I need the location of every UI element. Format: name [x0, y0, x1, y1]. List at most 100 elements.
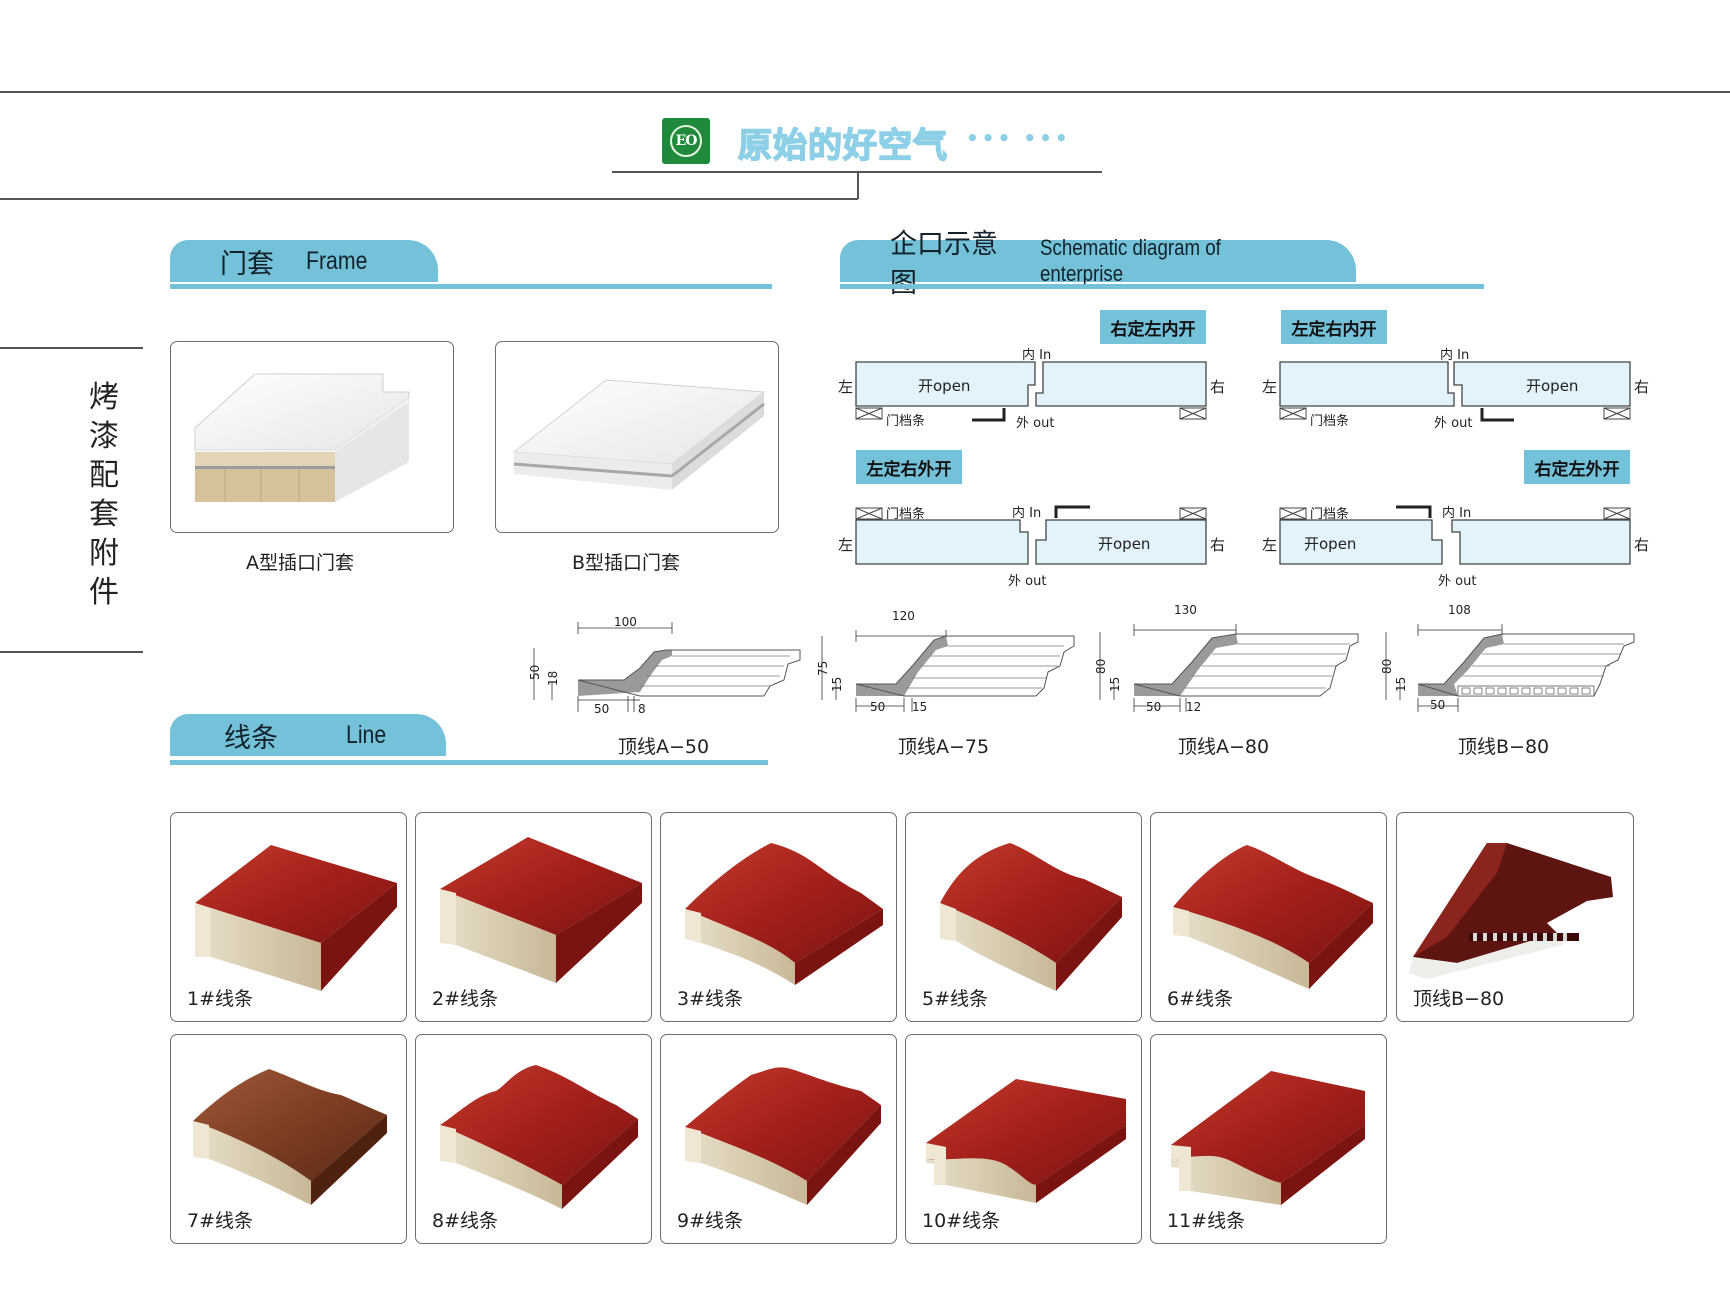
diagram-3-stop: 门档条: [886, 507, 926, 522]
diagram-2-open: 开open: [1526, 377, 1579, 395]
side-title-char: 配: [89, 458, 119, 493]
line-section-underline: [170, 760, 768, 765]
diagram-2-inner: 内 In: [1440, 348, 1470, 363]
line-2-image: [440, 837, 642, 983]
line-card-3[interactable]: 3#线条: [660, 812, 897, 1022]
line-10-label: 10#线条: [922, 1210, 1001, 1232]
line-section-header: 线条 Line: [170, 714, 446, 756]
line-section-title-zh: 线条: [224, 722, 278, 754]
line-3-image: [685, 843, 883, 985]
frame-section-header: 门套 Frame: [170, 240, 438, 282]
diagram-4-left: 左: [1262, 536, 1278, 554]
line-3-label: 3#线条: [677, 988, 744, 1010]
line-1-image: [195, 845, 397, 991]
diagram-4-outer: 外 out: [1438, 574, 1477, 589]
line-card-5[interactable]: 5#线条: [905, 812, 1142, 1022]
header-dots: ••• •••: [966, 126, 1071, 150]
side-title-top-rule: [0, 347, 143, 349]
crown-a75-drawing: [821, 630, 1075, 712]
line-9-image: [685, 1067, 881, 1205]
diagram-4-open: 开open: [1304, 535, 1357, 553]
diagram-1-outer: 外 out: [1016, 416, 1055, 431]
frame-a-image: [194, 373, 410, 502]
diagram-3-inner: 内 In: [1012, 506, 1042, 521]
crown-b80-inner: 15: [1394, 676, 1408, 692]
crown-a75-name: 顶线A−75: [898, 736, 990, 758]
frame-section-title-zh: 门套: [220, 248, 274, 280]
frame-section-underline: [170, 284, 772, 289]
diagram-3-open: 开open: [1098, 535, 1151, 553]
line-card-1[interactable]: 1#线条: [170, 812, 407, 1022]
schematic-section-underline: [840, 284, 1484, 289]
line-2-label: 2#线条: [432, 988, 499, 1010]
side-title-char: 件: [89, 575, 119, 610]
diagram-4-title: 右定左外开: [1524, 450, 1630, 484]
line-card-9[interactable]: 9#线条: [660, 1034, 897, 1244]
crown-a80-name: 顶线A−80: [1178, 736, 1270, 758]
eo-logo-icon: EO: [662, 118, 710, 164]
line-7-image: [193, 1069, 387, 1205]
frame-card-b[interactable]: [495, 341, 779, 533]
side-title-char: 漆: [89, 419, 119, 454]
crown-a80-inner: 15: [1108, 676, 1122, 692]
eo-logo-text: EO: [670, 125, 702, 157]
crown-a80-drawing: [1099, 624, 1359, 712]
crown-b80-width: 108: [1448, 603, 1471, 617]
diagram-1-left: 左: [838, 378, 854, 396]
diagram-1-stop: 门档条: [886, 414, 926, 429]
crown-a80-base: 50: [1146, 700, 1162, 714]
crown-a50-lip: 8: [638, 702, 646, 716]
line-7-label: 7#线条: [187, 1210, 254, 1232]
line-card-11[interactable]: 11#线条: [1150, 1034, 1387, 1244]
side-title-bottom-rule: [0, 651, 143, 653]
header-top-rule: [0, 91, 1730, 93]
frame-a-caption: A型插口门套: [246, 552, 354, 574]
crown-a80-height: 80: [1094, 658, 1108, 674]
line-card-2[interactable]: 2#线条: [415, 812, 652, 1022]
crown-a50-height: 50: [528, 664, 542, 680]
diagram-1-title: 右定左内开: [1100, 310, 1206, 344]
crown-a75-base: 50: [870, 700, 886, 714]
line-5-label: 5#线条: [922, 988, 989, 1010]
frame-card-a[interactable]: [170, 341, 454, 533]
diagram-3-outer: 外 out: [1008, 574, 1047, 589]
crown-a75-lip: 15: [912, 700, 928, 714]
line-card-6[interactable]: 6#线条: [1150, 812, 1387, 1022]
line-6-label: 6#线条: [1167, 988, 1234, 1010]
side-title-char: 附: [89, 536, 119, 571]
diagram-1-open: 开open: [918, 377, 971, 395]
crown-a50-width: 100: [614, 615, 637, 629]
diagram-2-stop: 门档条: [1310, 414, 1350, 429]
line-5-image: [940, 843, 1122, 991]
line-11-image: [1171, 1071, 1365, 1205]
header-rule-notch: [857, 171, 859, 199]
crown-b80-base: 50: [1430, 698, 1446, 712]
diagram-2-title: 左定右内开: [1281, 310, 1387, 344]
schematic-section-title-en: Schematic diagram of enterprise: [1040, 235, 1222, 286]
crown-a50-base: 50: [594, 702, 610, 716]
schematic-section-header: 企口示意图 Schematic diagram of enterprise: [840, 229, 1356, 299]
header-slogan: 原始的好空气: [737, 125, 948, 167]
line-card-7[interactable]: 7#线条: [170, 1034, 407, 1244]
diagram-4-inner: 内 In: [1442, 506, 1472, 521]
diagram-2-left: 左: [1262, 378, 1278, 396]
diagram-2-right: 右: [1634, 378, 1650, 396]
frame-b-image: [512, 379, 766, 490]
crown-a75-inner: 15: [830, 676, 844, 692]
line-card-10[interactable]: 10#线条: [905, 1034, 1142, 1244]
side-title: 烤 漆 配 套 附 件: [84, 378, 124, 612]
header-bottom-rule: [0, 198, 858, 200]
crown-a80-lip: 12: [1186, 700, 1202, 714]
side-title-char: 烤: [89, 380, 119, 415]
line-1-label: 1#线条: [187, 988, 254, 1010]
diagram-3-right: 右: [1210, 536, 1226, 554]
crown-b80-height: 80: [1380, 658, 1394, 674]
line-crown-b80-label: 顶线B−80: [1413, 988, 1505, 1010]
line-card-crown-b80[interactable]: 顶线B−80: [1396, 812, 1634, 1022]
diagram-1-right: 右: [1210, 378, 1226, 396]
frame-section-title-en: Frame: [306, 246, 368, 275]
diagram-4-stop: 门档条: [1310, 507, 1350, 522]
line-card-8[interactable]: 8#线条: [415, 1034, 652, 1244]
